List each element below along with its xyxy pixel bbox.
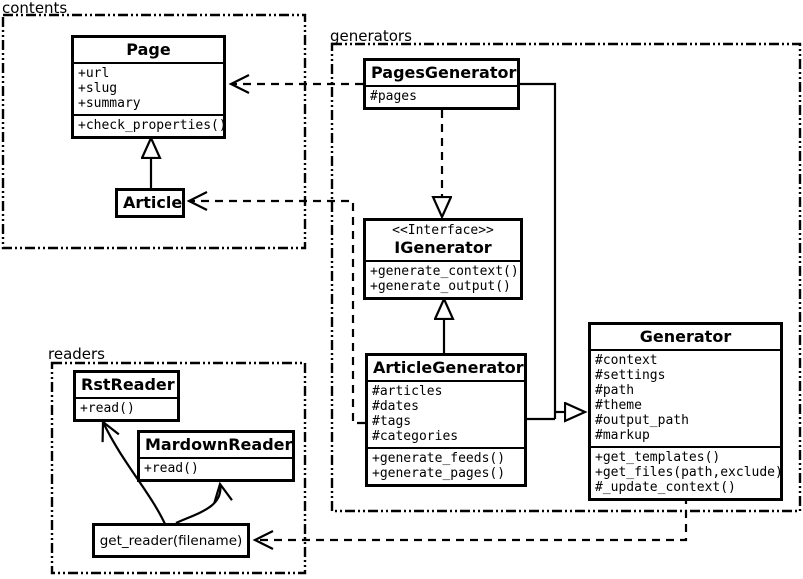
- uml-member: +slug: [78, 81, 118, 96]
- class-pagesgenerator: PagesGenerator #pages: [363, 58, 520, 110]
- package-label-readers: readers: [48, 345, 105, 363]
- uml-member: #dates: [372, 399, 419, 414]
- uml-member: +generate_feeds(): [372, 451, 506, 466]
- package-border-readers: [50, 361, 307, 575]
- package-border-contents: [1, 13, 307, 250]
- attributes-section: #pages: [366, 85, 517, 107]
- uml-member: #_update_context(): [595, 480, 736, 495]
- uml-member: #markup: [595, 428, 650, 443]
- methods-section: +read(): [76, 397, 177, 419]
- class-rstreader: RstReader +read(): [73, 370, 180, 422]
- arrow-getreader-rstreader: [101, 419, 166, 525]
- uml-member: +get_templates(): [595, 450, 721, 465]
- uml-member: #tags: [372, 414, 412, 429]
- class-articlegenerator: ArticleGenerator #articles#dates#tags#ca…: [365, 353, 527, 487]
- attributes-section: +url+slug+summary: [74, 62, 223, 114]
- uml-member: #settings: [595, 368, 666, 383]
- uml-member: +generate_output(): [370, 279, 511, 294]
- uml-member: #articles: [372, 384, 443, 399]
- uml-member: +read(): [144, 461, 199, 476]
- class-title: IGenerator: [394, 238, 492, 257]
- methods-section: +check_properties(): [74, 114, 227, 136]
- uml-member: +url: [78, 66, 110, 81]
- dependency-articlegenerator-article: [186, 191, 365, 425]
- uml-member: #output_path: [595, 413, 689, 428]
- uml-member: +generate_pages(): [372, 466, 506, 481]
- uml-member: #categories: [372, 429, 459, 444]
- uml-member: +read(): [80, 401, 135, 416]
- generalization-trunk-generator: [520, 82, 557, 421]
- uml-member: #context: [595, 353, 658, 368]
- uml-member: #theme: [595, 398, 642, 413]
- package-border-generators: [330, 42, 802, 513]
- methods-section: +read(): [140, 457, 292, 479]
- class-article: Article: [115, 188, 185, 218]
- package-label-contents: contents: [2, 0, 68, 17]
- uml-member: +get_files(path,exclude): [595, 465, 783, 480]
- uml-member: +generate_context(): [370, 264, 519, 279]
- class-title: PagesGenerator: [371, 63, 517, 82]
- dependency-generator-getreader: [252, 496, 688, 550]
- class-mardownreader: MardownReader +read(): [137, 430, 295, 482]
- class-title: RstReader: [81, 375, 175, 394]
- class-generator: Generator #context#settings#path#theme#o…: [588, 322, 783, 501]
- methods-section: +generate_feeds()+generate_pages(): [368, 447, 524, 484]
- arrow-getreader-mardownreader: [175, 481, 233, 525]
- class-title: Generator: [639, 327, 732, 346]
- attributes-section: #context#settings#path#theme#output_path…: [591, 349, 780, 446]
- class-stereotype: <<Interface>>: [392, 223, 494, 238]
- uml-member: #pages: [370, 89, 417, 104]
- uml-member: +check_properties(): [78, 118, 227, 133]
- function-get-reader: get_reader(filename): [92, 523, 250, 558]
- methods-section: +generate_context()+generate_output(): [366, 260, 520, 297]
- uml-member: #path: [595, 383, 635, 398]
- uml-member: +summary: [78, 96, 141, 111]
- class-page: Page +url+slug+summary +check_properties…: [71, 35, 227, 139]
- class-title: Article: [123, 193, 183, 212]
- class-igenerator: <<Interface>> IGenerator +generate_conte…: [363, 218, 523, 300]
- class-title: ArticleGenerator: [373, 358, 524, 377]
- methods-section: +get_templates()+get_files(path,exclude)…: [591, 446, 783, 498]
- attributes-section: #articles#dates#tags#categories: [368, 380, 524, 447]
- package-label-generators: generators: [330, 27, 412, 45]
- class-title: MardownReader: [145, 435, 293, 454]
- class-title: Page: [126, 40, 171, 59]
